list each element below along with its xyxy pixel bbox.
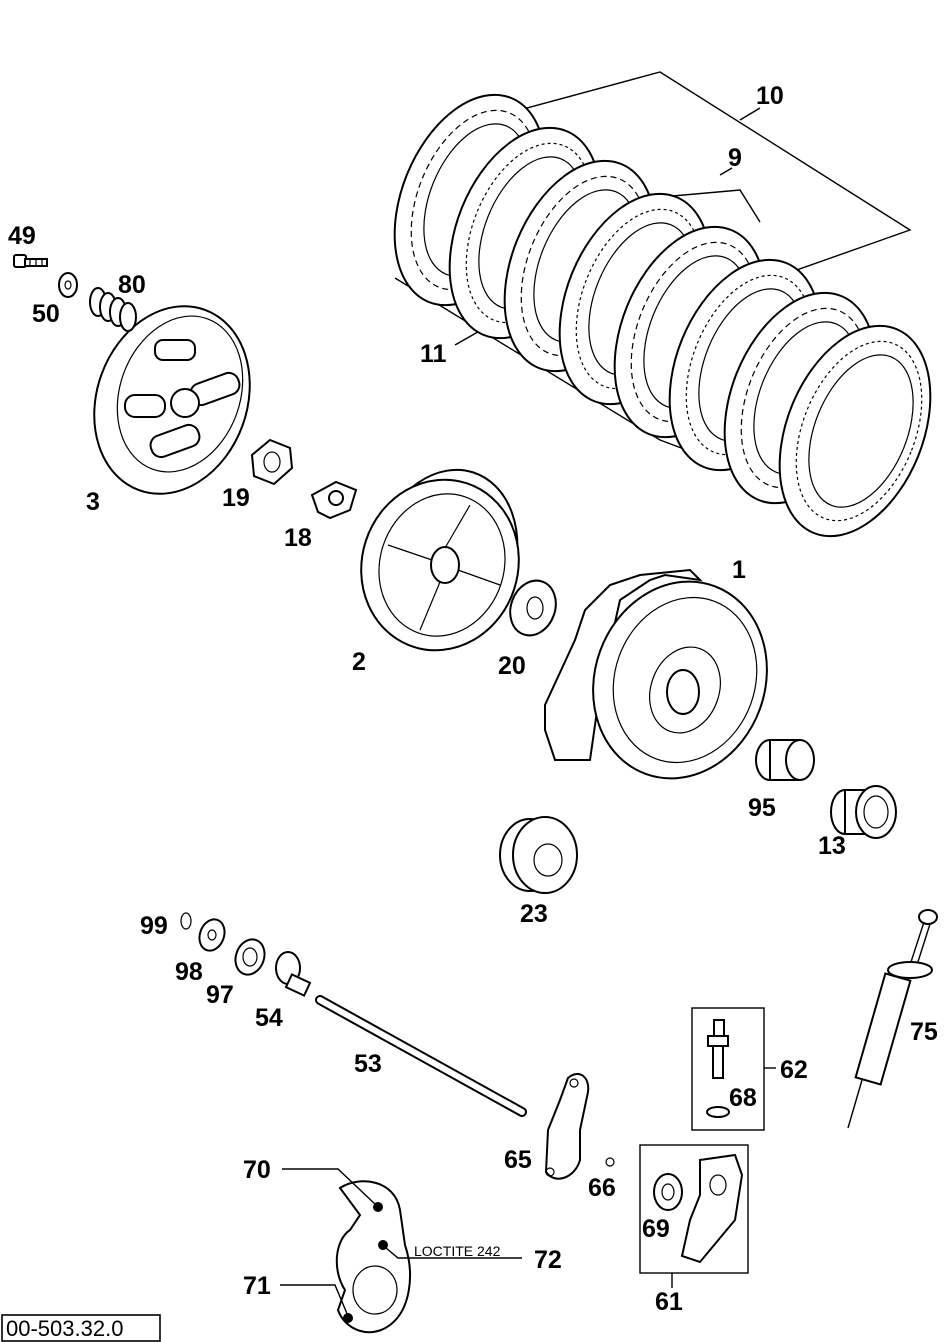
callout-9: 9 — [728, 144, 742, 172]
primary-gear — [499, 816, 578, 894]
thrust-washer — [509, 579, 557, 637]
bleeder-screw — [706, 1019, 730, 1118]
callout-75: 75 — [910, 1018, 938, 1046]
inner-clutch-hub — [360, 468, 520, 652]
callout-71: 71 — [243, 1272, 271, 1300]
callout-80: 80 — [118, 271, 146, 299]
callout-99: 99 — [140, 912, 168, 940]
callout-54: 54 — [255, 1004, 283, 1032]
callout-23: 23 — [520, 900, 548, 928]
callout-97: 97 — [206, 981, 234, 1009]
callout-18: 18 — [284, 524, 312, 552]
callout-95: 95 — [748, 794, 776, 822]
o-ring — [180, 912, 192, 930]
bleeder-screw-box — [691, 1007, 765, 1131]
loctite-note: LOCTITE 242 — [414, 1243, 501, 1259]
callout-49: 49 — [8, 222, 36, 250]
callout-19: 19 — [222, 484, 250, 512]
callout-61: 61 — [655, 1288, 683, 1316]
pressure-plate — [93, 305, 251, 495]
callout-72: 72 — [534, 1246, 562, 1274]
callout-1: 1 — [732, 556, 746, 584]
callout-62: 62 — [780, 1056, 808, 1084]
callout-68: 68 — [729, 1084, 757, 1112]
needle-bearing — [755, 739, 815, 781]
callout-2: 2 — [352, 648, 366, 676]
bleed-syringe — [847, 909, 938, 1129]
axial-bearing — [234, 938, 266, 976]
callout-53: 53 — [354, 1050, 382, 1078]
gasket — [544, 1073, 590, 1180]
outer-clutch-basket — [544, 568, 768, 780]
clutch-spring — [89, 287, 137, 332]
callout-20: 20 — [498, 652, 526, 680]
washer — [58, 272, 78, 298]
callout-50: 50 — [32, 300, 60, 328]
nut — [250, 438, 294, 486]
callout-13: 13 — [818, 832, 846, 860]
clutch-disc — [778, 324, 932, 538]
pressure-piece — [275, 951, 312, 997]
clutch-lever — [280, 1168, 522, 1334]
callout-66: 66 — [588, 1174, 616, 1202]
ball — [605, 1157, 615, 1167]
callout-69: 69 — [642, 1215, 670, 1243]
drawing-code: 00-503.32.0 — [6, 1316, 123, 1341]
bushing — [830, 785, 897, 839]
callout-3: 3 — [86, 488, 100, 516]
screw — [13, 254, 48, 268]
callout-70: 70 — [243, 1156, 271, 1184]
callout-11: 11 — [420, 340, 447, 368]
drawing-code-frame — [1, 1314, 161, 1342]
clutch-disc-stack — [393, 71, 932, 538]
callout-65: 65 — [504, 1146, 532, 1174]
callout-98: 98 — [175, 958, 203, 986]
callout-10: 10 — [756, 82, 784, 110]
slave-cylinder-box — [639, 1144, 749, 1274]
washer-98 — [198, 918, 226, 952]
slave-cylinder — [653, 1153, 744, 1264]
